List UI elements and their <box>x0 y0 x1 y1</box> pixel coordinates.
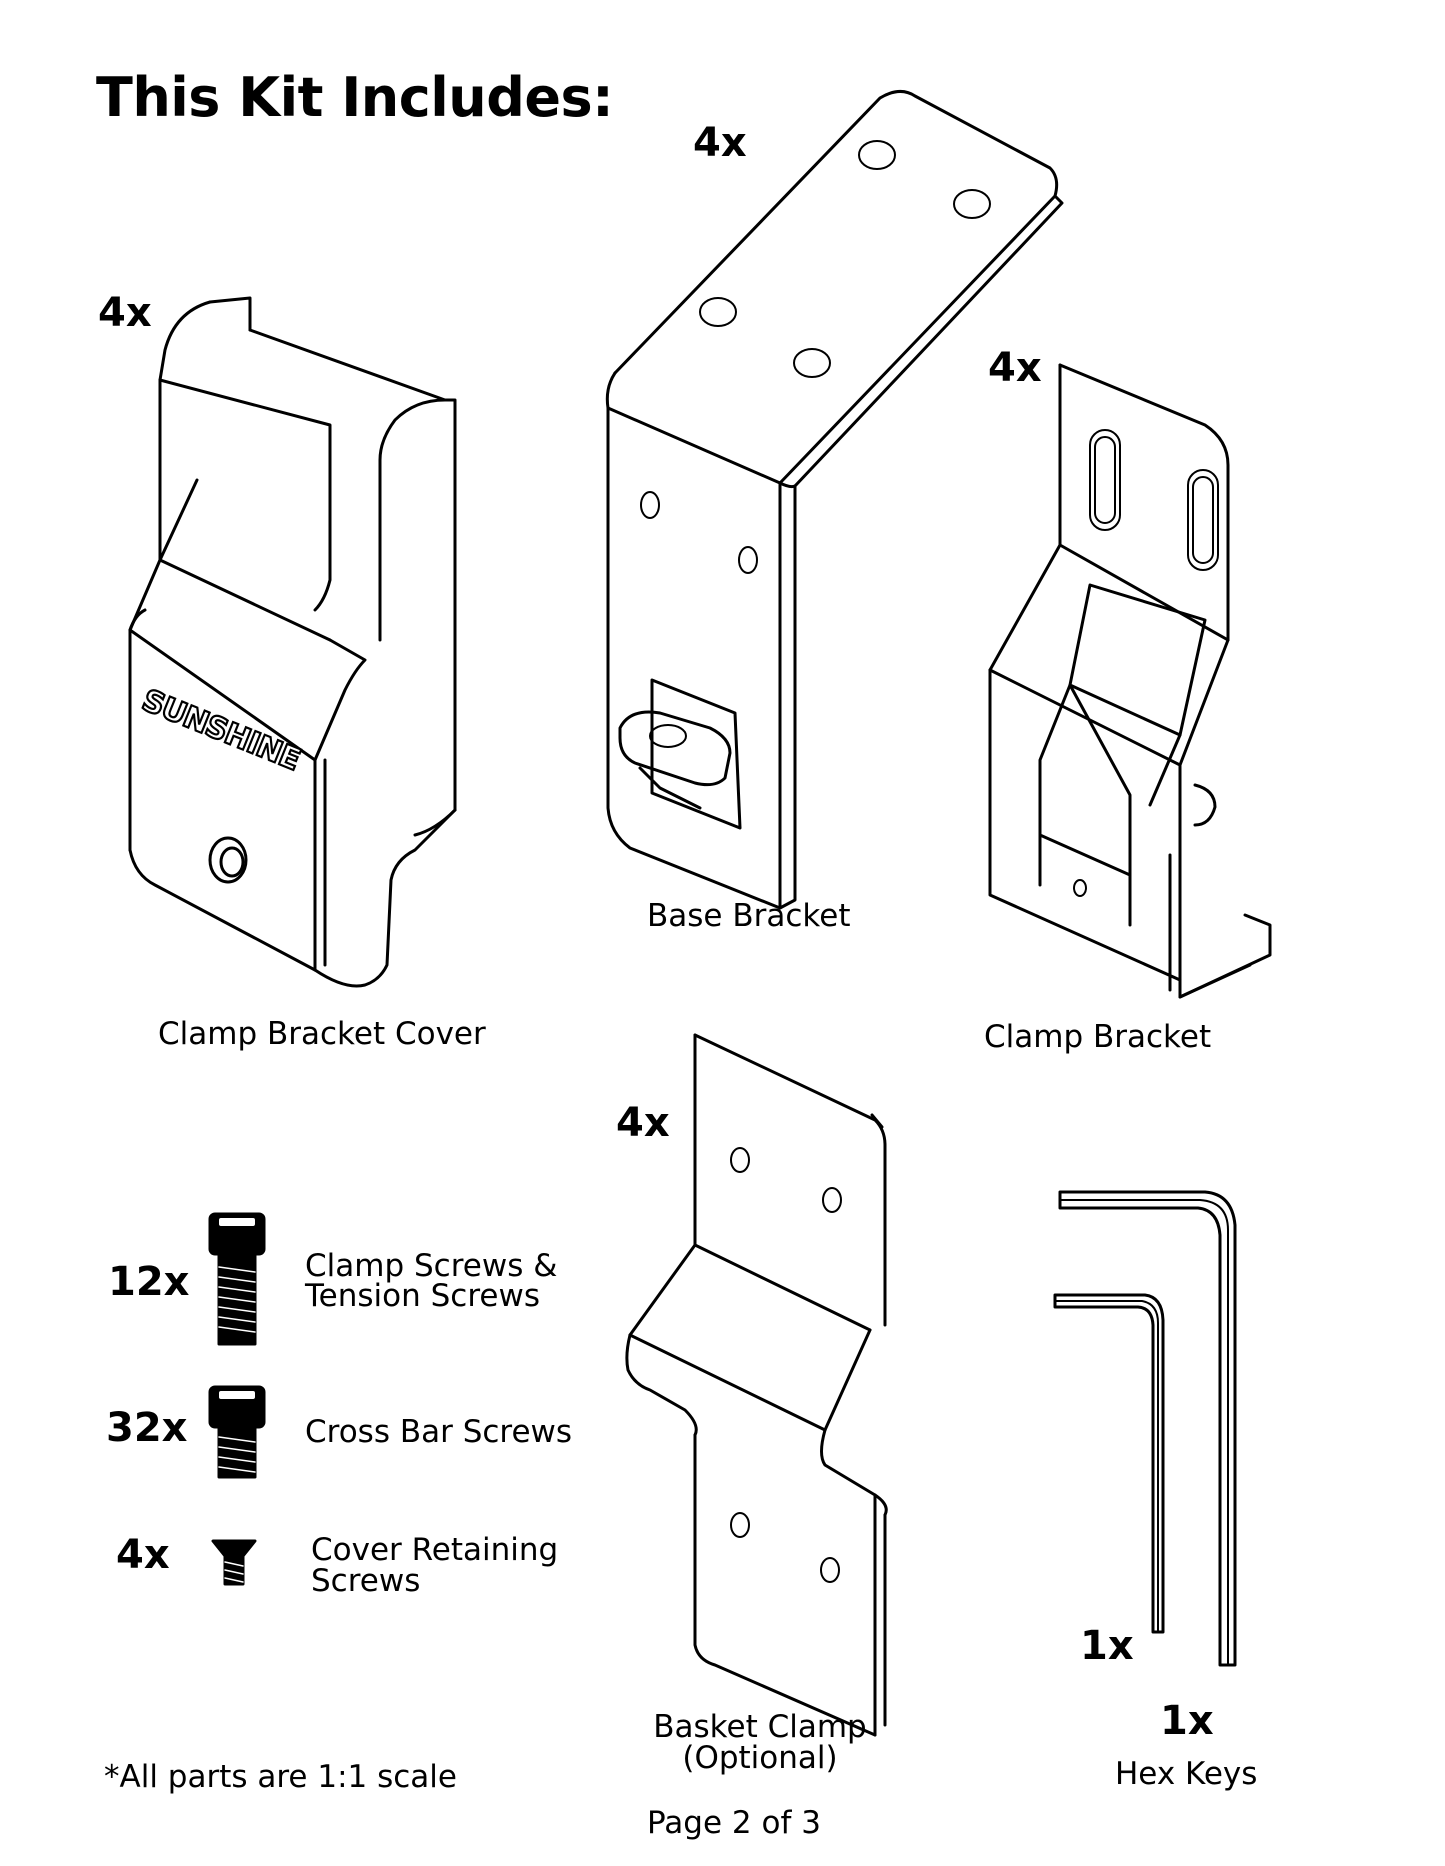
clamp-bracket-drawing <box>988 363 1272 999</box>
base-bracket-drawing <box>605 90 1064 910</box>
base-bracket-label: Base Bracket <box>647 898 851 934</box>
cover-retaining-screws-qty: 4x <box>116 1532 170 1578</box>
hex-key-small-qty: 1x <box>1080 1623 1134 1669</box>
basket-clamp-label-line2: (Optional) <box>682 1740 838 1776</box>
cross-bar-screws-label: Cross Bar Screws <box>305 1414 573 1450</box>
hex-keys-drawing <box>1053 1190 1237 1667</box>
cross-bar-screws-qty: 32x <box>106 1405 188 1451</box>
hex-keys-label: Hex Keys <box>1115 1756 1258 1792</box>
basket-clamp-label-line1: Basket Clamp <box>653 1709 867 1745</box>
page-number: Page 2 of 3 <box>647 1805 821 1841</box>
page-title: This Kit Includes: <box>96 66 614 129</box>
clamp-bracket-label: Clamp Bracket <box>984 1019 1212 1055</box>
clamp-screws-label-line2: Tension Screws <box>305 1278 540 1314</box>
base-bracket-qty: 4x <box>693 120 747 166</box>
cover-retaining-screws-label-line2: Screws <box>311 1563 421 1599</box>
clamp-bracket-qty: 4x <box>988 345 1042 391</box>
clamp-bracket-cover-label: Clamp Bracket Cover <box>158 1016 486 1052</box>
clamp-screws-label-line1: Clamp Screws & <box>305 1248 558 1284</box>
clamp-bracket-cover-qty: 4x <box>98 290 152 336</box>
clamp-bracket-cover-drawing: SUNSHINE <box>128 296 457 988</box>
sunshine-logo: SUNSHINE <box>137 683 305 778</box>
clamp-screws-qty: 12x <box>108 1259 190 1305</box>
hex-key-large-qty: 1x <box>1160 1698 1214 1744</box>
basket-clamp-drawing <box>625 1033 888 1737</box>
cover-retaining-screw-icon <box>211 1539 257 1586</box>
scale-footnote: *All parts are 1:1 scale <box>104 1759 457 1795</box>
cross-bar-screw-icon <box>208 1385 266 1479</box>
clamp-screw-icon <box>208 1212 266 1346</box>
basket-clamp-qty: 4x <box>616 1100 670 1146</box>
cover-retaining-screws-label-line1: Cover Retaining <box>311 1532 559 1568</box>
